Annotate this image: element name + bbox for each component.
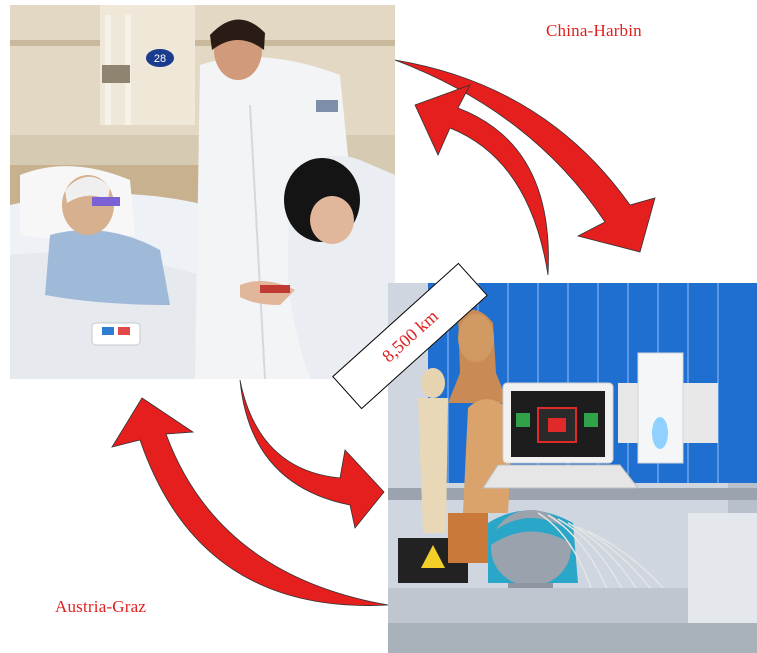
location-label-graz: Austria-Graz xyxy=(55,597,147,616)
graz-lab-photo xyxy=(388,283,757,653)
arrow-graz-to-harbin-left xyxy=(111,397,389,606)
laptop xyxy=(482,382,640,489)
location-label-harbin: China-Harbin xyxy=(546,21,642,40)
harbin-hospital-photo: 28 xyxy=(10,5,395,379)
arrow-harbin-to-graz-right xyxy=(394,59,656,253)
svg-text:28: 28 xyxy=(154,53,166,65)
room-number-sign: 28 xyxy=(146,49,174,67)
arrow-graz-to-harbin-upper xyxy=(414,84,549,276)
